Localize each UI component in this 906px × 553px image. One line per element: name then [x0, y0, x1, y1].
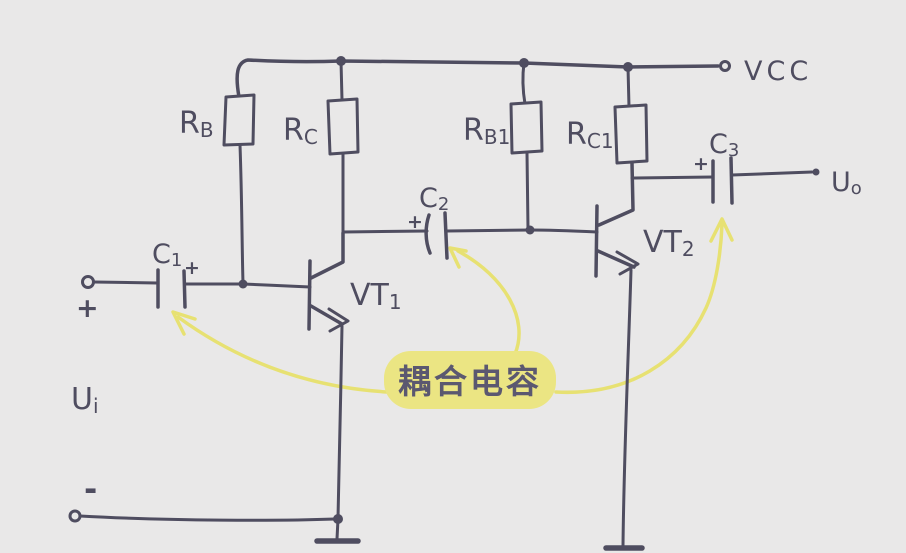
resistor-rb: RB [179, 93, 256, 285]
vt1-emitter [309, 304, 344, 326]
rc1-label: RC1 [566, 117, 614, 153]
output-wire [730, 170, 814, 177]
rb1-lead-bottom [525, 151, 530, 231]
c3-plate-right [729, 156, 734, 205]
vt1-base-bar [307, 259, 312, 331]
rb1-lead-top [521, 61, 527, 106]
rb1-body [509, 100, 544, 155]
transistor-vt1: VT1 [183, 231, 402, 520]
capacitor-c2: + C2 [341, 183, 449, 260]
vcc-label: VCC [744, 56, 812, 87]
coupling-annotation: 耦合电容 [171, 217, 734, 409]
vt1-emitter-wire [336, 324, 344, 520]
annotation-arrow-to-c2 [456, 249, 521, 356]
vcc-rail-wire [235, 58, 720, 99]
output-voltage-label: Uo [831, 167, 862, 199]
ground-symbol-1 [314, 514, 361, 544]
annotation-arrowhead-c3 [709, 217, 734, 243]
output-terminal [812, 168, 820, 176]
input-wire-top [92, 280, 159, 285]
rb-body [222, 93, 256, 147]
vcc-terminal [719, 60, 731, 72]
resistor-rb1: RB1 [463, 61, 544, 231]
input-minus-sign: - [84, 470, 97, 508]
output-port: Uo [730, 167, 862, 199]
annotation-bubble [384, 351, 556, 409]
vt1-label: VT1 [350, 278, 402, 314]
rc1-lead-top [626, 65, 631, 109]
rc-label: RC [283, 113, 318, 149]
annotation-arrowhead-c2 [448, 246, 468, 269]
c1-label: C1 [152, 239, 182, 271]
junction-dot-vt1-base [238, 279, 248, 289]
vt2-base-bar [594, 204, 599, 278]
vt1-base-wire [183, 282, 312, 289]
c1-plate-right [182, 269, 187, 309]
annotation-label: 耦合电容 [398, 362, 542, 401]
vt2-label: VT2 [643, 225, 695, 261]
input-wire-bottom [78, 514, 337, 522]
input-port: + Ui - [68, 275, 337, 523]
c2-polarity-plus: + [407, 211, 423, 233]
vt1-emitter-arrowhead [327, 307, 350, 333]
junction-dot-vt2-base [525, 225, 535, 235]
annotation-arrow-to-c1 [176, 315, 389, 394]
ground-1-stem [335, 517, 340, 541]
annotation-arrow-to-c3 [554, 222, 724, 395]
annotation-arrowhead-c1 [171, 310, 197, 336]
rc-body [326, 97, 360, 156]
vt2-collector [597, 161, 635, 227]
c1-polarity-plus: + [184, 257, 200, 279]
c2-plate-right [443, 211, 449, 260]
vt2-emitter [596, 249, 636, 269]
resistor-rc1: RC1 [566, 65, 649, 165]
c2-label: C2 [419, 183, 449, 215]
c3-label: C3 [709, 129, 739, 161]
c3-wire-left [630, 175, 715, 180]
vt2-base-wire [445, 228, 599, 234]
resistor-rc: RC [283, 59, 360, 234]
vt2-emitter-arrowhead [615, 250, 640, 276]
input-voltage-label: Ui [71, 382, 99, 418]
capacitor-c1: + C1 [152, 239, 200, 309]
c3-polarity-plus: + [693, 153, 709, 175]
vt2-emitter-wire [621, 268, 633, 548]
rb1-label: RB1 [463, 113, 510, 149]
rb-lead-bottom [238, 143, 245, 285]
vt1-collector [309, 231, 345, 280]
capacitor-c3: + C3 [630, 129, 739, 205]
input-terminal-top [81, 275, 95, 289]
rc1-body [613, 103, 649, 165]
rc-lead-top [339, 59, 344, 102]
c2-plate-left [424, 213, 432, 255]
input-plus-sign: + [76, 293, 99, 324]
c2-wire-left [341, 229, 429, 234]
rb-label: RB [179, 106, 214, 142]
